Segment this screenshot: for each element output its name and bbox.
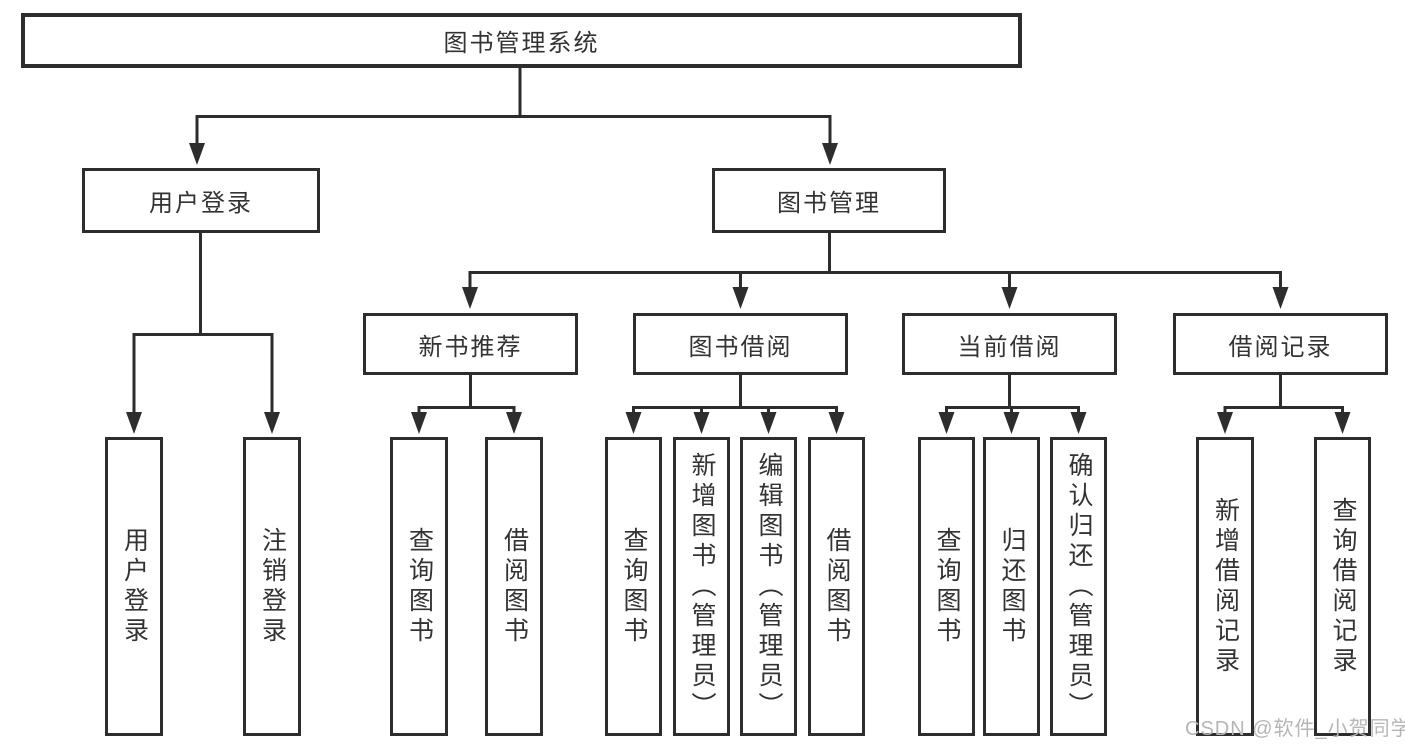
arrowhead-borrow-add — [693, 412, 710, 434]
arrowhead-borrow-query — [625, 412, 642, 434]
node-current-borrow: 当前借阅 — [902, 313, 1117, 375]
leaf-label: 归还图书 — [998, 526, 1026, 647]
node-label: 图书借阅 — [688, 333, 793, 361]
arrowhead-new-book-recommend — [462, 287, 478, 309]
node-label: 借阅记录 — [1228, 333, 1333, 361]
arrowhead-recommend-borrow — [506, 412, 522, 434]
leaf-borrow-borrow-books: 借阅图书 — [808, 437, 865, 736]
leaf-label: 借阅图书 — [500, 526, 529, 647]
node-label: 图书管理 — [777, 190, 881, 217]
arrowhead-book-borrow — [732, 287, 749, 309]
node-book-management: 图书管理 — [712, 168, 946, 233]
node-new-book-recommend: 新书推荐 — [363, 313, 578, 375]
leaf-label: 编辑图书（管理员） — [755, 451, 783, 722]
node-label: 图书管理系统 — [443, 30, 600, 57]
leaf-query-borrow-record: 查询借阅记录 — [1314, 437, 1371, 736]
leaf-current-query-books: 查询图书 — [918, 437, 975, 736]
csdn-watermark: CSDN @软件_小贺同学 — [1185, 718, 1405, 740]
arrowhead-current-return — [1003, 412, 1020, 434]
arrowhead-borrow-borrow — [828, 412, 845, 434]
leaf-label: 查询图书 — [933, 526, 961, 647]
arrowhead-current-query — [938, 412, 955, 434]
arrowhead-current-confirm — [1070, 412, 1087, 434]
node-borrow-records: 借阅记录 — [1173, 313, 1388, 375]
leaf-user-login: 用户登录 — [105, 437, 163, 736]
leaf-add-book-admin: 新增图书（管理员） — [673, 437, 730, 736]
leaf-return-books: 归还图书 — [983, 437, 1040, 736]
arrowhead-borrow-edit — [760, 412, 777, 434]
arrowhead-records-query — [1334, 412, 1351, 434]
leaf-label: 查询图书 — [620, 526, 648, 647]
leaf-label: 新增图书（管理员） — [688, 451, 716, 722]
arrowhead-leaf-logout — [264, 412, 280, 434]
leaf-logout: 注销登录 — [243, 437, 301, 736]
arrowhead-borrow-records — [1272, 287, 1289, 309]
leaf-label: 查询借阅记录 — [1329, 496, 1357, 677]
leaf-add-borrow-record: 新增借阅记录 — [1196, 437, 1254, 736]
arrowhead-user-login — [189, 143, 205, 165]
leaf-label: 新增借阅记录 — [1211, 496, 1240, 677]
arrowhead-leaf-user-login — [126, 412, 142, 434]
node-label: 新书推荐 — [418, 333, 523, 361]
arrowhead-book-management — [822, 143, 838, 165]
leaf-edit-book-admin: 编辑图书（管理员） — [740, 437, 797, 736]
leaf-label: 借阅图书 — [823, 526, 851, 647]
leaf-recommend-borrow-books: 借阅图书 — [485, 437, 543, 736]
leaf-label: 用户登录 — [120, 526, 149, 647]
arrowhead-recommend-query — [411, 412, 427, 434]
leaf-label: 注销登录 — [258, 526, 287, 647]
leaf-borrow-query-books: 查询图书 — [605, 437, 662, 736]
node-library-management-system: 图书管理系统 — [21, 13, 1022, 68]
node-label: 用户登录 — [149, 190, 253, 217]
leaf-confirm-return-admin: 确认归还（管理员） — [1050, 437, 1107, 736]
arrowhead-current-borrow — [1001, 287, 1018, 309]
leaf-recommend-query-books: 查询图书 — [390, 437, 448, 736]
node-user-login: 用户登录 — [82, 168, 320, 233]
node-book-borrow: 图书借阅 — [633, 313, 848, 375]
arrowhead-records-add — [1217, 412, 1233, 434]
leaf-label: 查询图书 — [405, 526, 434, 647]
node-label: 当前借阅 — [957, 333, 1062, 361]
leaf-label: 确认归还（管理员） — [1065, 451, 1093, 722]
